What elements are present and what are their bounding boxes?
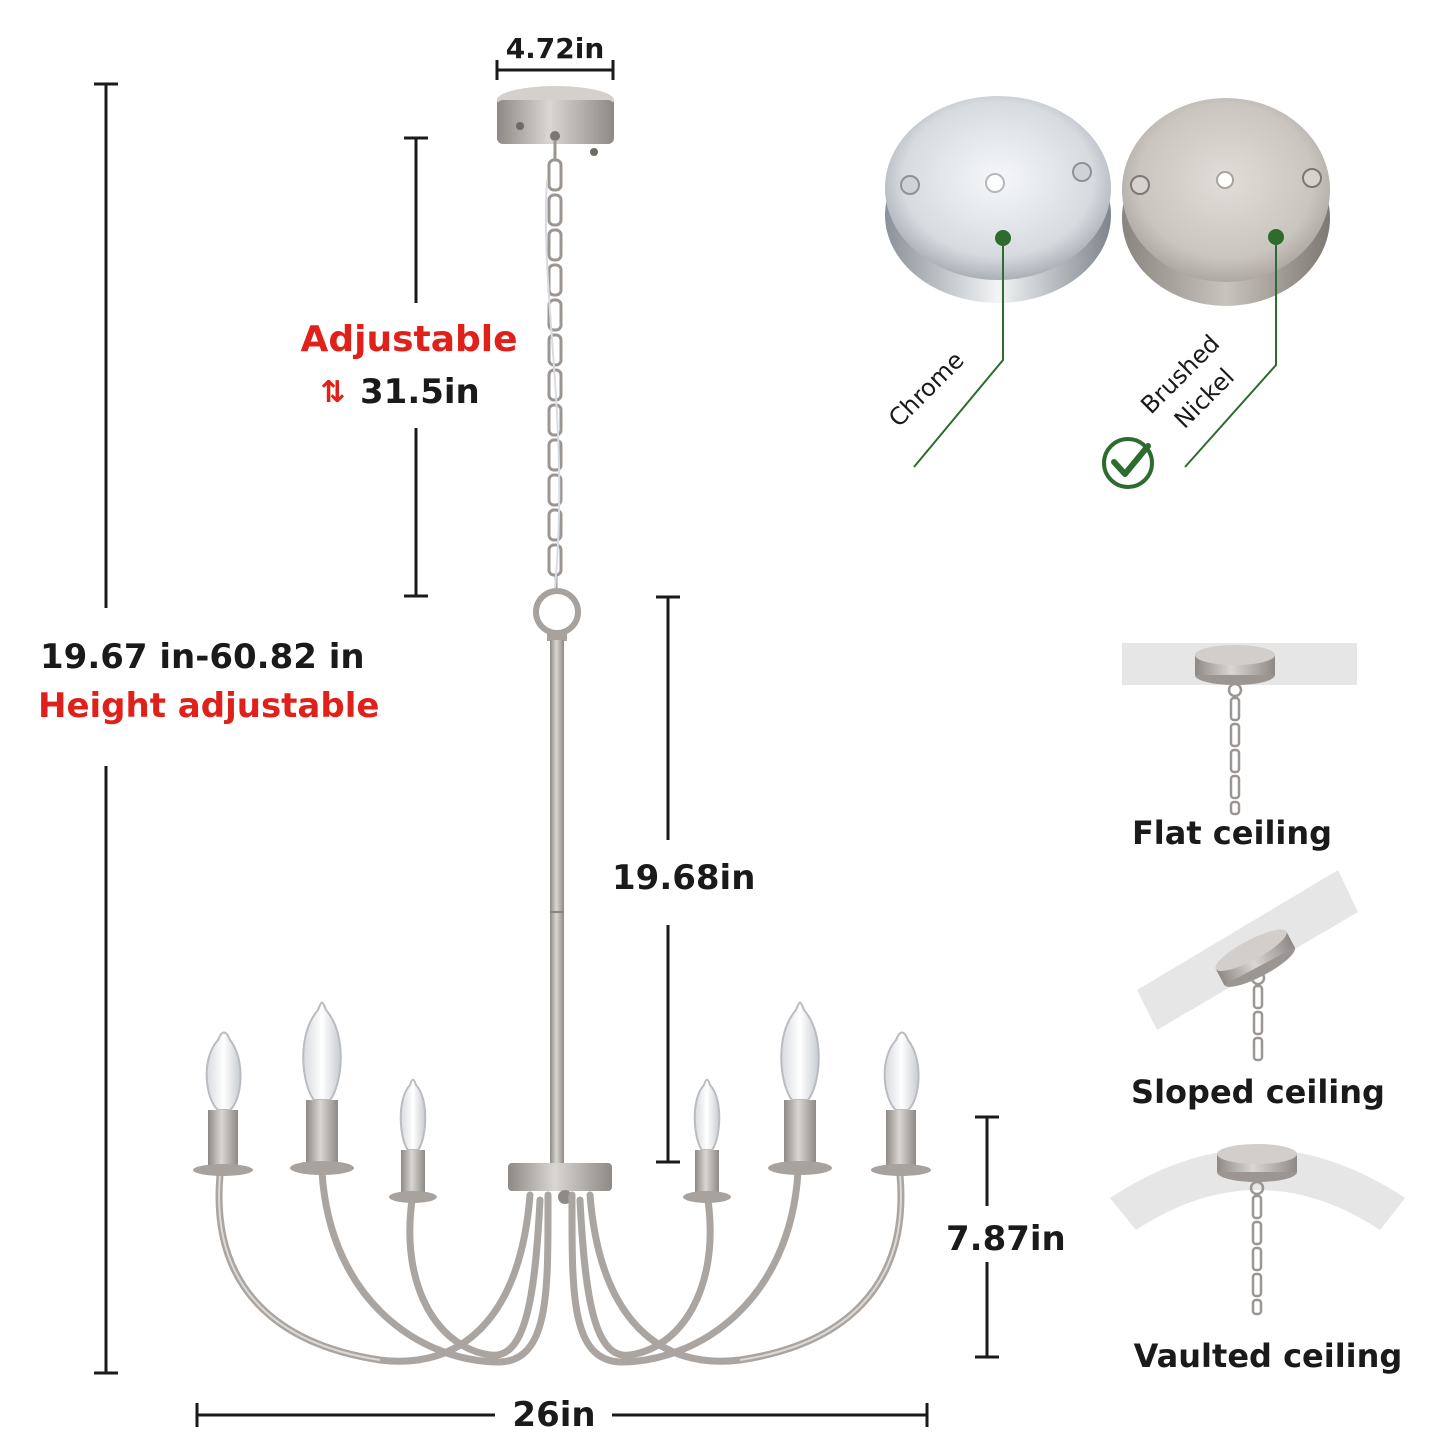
bulb-2	[302, 1001, 342, 1101]
candle-5	[768, 1001, 832, 1175]
bulb-1	[205, 1031, 242, 1111]
chandelier	[193, 86, 931, 1366]
candle-4	[683, 1078, 731, 1203]
candle-6	[871, 1031, 931, 1176]
chain	[544, 140, 563, 589]
vaulted-ceiling-surface	[1110, 1149, 1405, 1230]
total-height-caption: Height adjustable	[38, 686, 379, 726]
candle-2	[290, 1001, 354, 1175]
center-rod	[550, 640, 564, 1165]
bulb-3	[399, 1078, 427, 1151]
bulb-4	[693, 1078, 721, 1151]
hanging-loop	[533, 588, 581, 636]
finish-chrome: Chrome	[883, 96, 1111, 468]
finish-chrome-label: Chrome	[883, 346, 969, 432]
chain-length-label: 31.5in	[360, 372, 480, 412]
ceiling-vaulted: Vaulted ceiling	[1110, 1144, 1405, 1375]
selected-check-icon	[1102, 437, 1154, 489]
overall-width-label: 26in	[512, 1395, 595, 1435]
chain-arrows-icon: ⇅	[320, 375, 345, 410]
candle-3	[389, 1078, 437, 1203]
ceiling-flat: Flat ceiling	[1122, 643, 1357, 852]
ceiling-sloped: Sloped ceiling	[1131, 870, 1385, 1111]
canopy-width-label: 4.72in	[506, 32, 605, 65]
candle-1	[193, 1031, 253, 1176]
vaulted-ceiling-label: Vaulted ceiling	[1134, 1337, 1403, 1375]
finish-brushed-nickel: Brushed Nickel	[1102, 98, 1330, 489]
bulb-6	[883, 1031, 920, 1111]
center-hub	[508, 1163, 612, 1191]
sloped-ceiling-label: Sloped ceiling	[1131, 1073, 1385, 1111]
chain-adjustable-title: Adjustable	[300, 319, 517, 360]
total-height-range: 19.67 in-60.82 in	[40, 637, 365, 677]
bulb-5	[780, 1001, 820, 1101]
rod-length-label: 19.68in	[612, 858, 755, 898]
dimension-lines	[94, 60, 999, 1427]
arm-height-label: 7.87in	[946, 1219, 1066, 1259]
canopy	[497, 86, 614, 156]
flat-ceiling-label: Flat ceiling	[1132, 814, 1332, 852]
